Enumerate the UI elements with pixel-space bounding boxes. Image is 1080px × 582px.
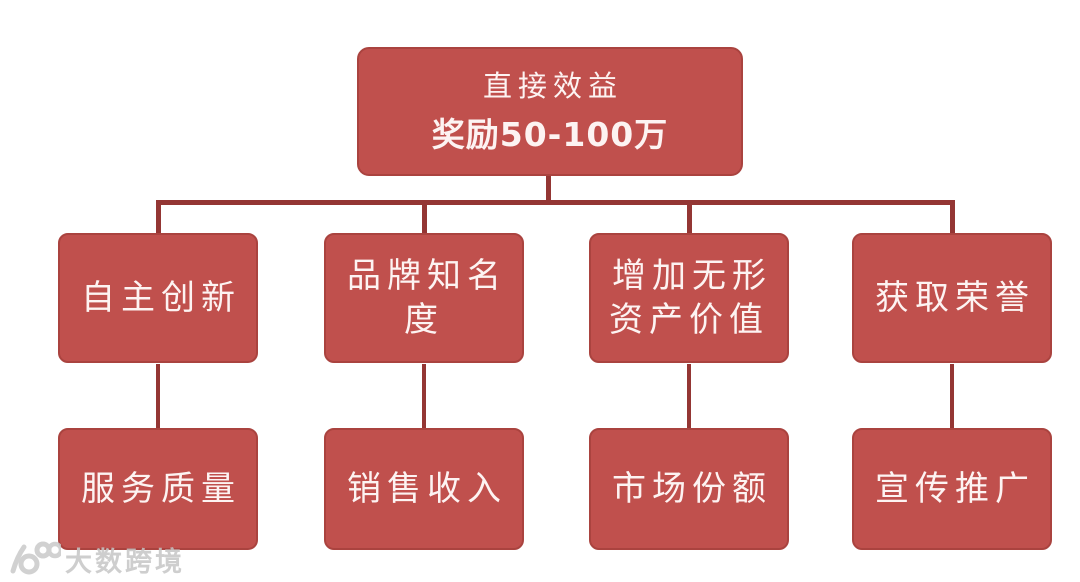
connector-drop-2	[422, 200, 427, 235]
leaf-node-sales-revenue: 销售收入	[324, 428, 524, 550]
root-node-direct-benefit: 直接效益 奖励50-100万	[357, 47, 743, 176]
leaf-node-label: 市场份额	[612, 468, 772, 509]
branch-node-label: 自主创新	[81, 277, 241, 318]
watermark-brand-text: 大数跨境	[65, 546, 185, 578]
watermark: 大数跨境	[5, 537, 185, 582]
branch-node-honor: 获取荣誉	[852, 233, 1052, 363]
connector-drop-1	[156, 200, 161, 235]
branch-node-innovation: 自主创新	[58, 233, 258, 363]
connector-drop-4	[950, 200, 955, 235]
connector-root-stub	[546, 176, 551, 203]
branch-node-label: 获取荣誉	[875, 277, 1035, 318]
leaf-node-label: 服务质量	[81, 468, 241, 509]
branch-node-brand-awareness: 品牌知名度	[324, 233, 524, 363]
connector-mid-stub-4	[950, 364, 954, 428]
connector-mid-stub-1	[156, 364, 160, 428]
connector-mid-stub-3	[687, 364, 691, 428]
leaf-node-market-share: 市场份额	[589, 428, 789, 550]
connector-mid-stub-2	[422, 364, 426, 428]
branch-node-label: 品牌知名度	[347, 255, 507, 340]
connector-drop-3	[687, 200, 692, 235]
watermark-100-logo-icon	[5, 537, 64, 582]
leaf-node-label: 宣传推广	[875, 468, 1035, 509]
leaf-node-label: 销售收入	[347, 468, 507, 509]
leaf-node-service-quality: 服务质量	[58, 428, 258, 550]
root-node-reward-subtitle: 奖励50-100万	[431, 114, 669, 154]
branch-node-label: 增加无形资产价值	[609, 255, 772, 340]
leaf-node-promotion: 宣传推广	[852, 428, 1052, 550]
branch-node-intangible-assets: 增加无形资产价值	[589, 233, 789, 363]
root-node-title: 直接效益	[482, 69, 623, 104]
connector-horizontal-bar	[156, 200, 952, 205]
